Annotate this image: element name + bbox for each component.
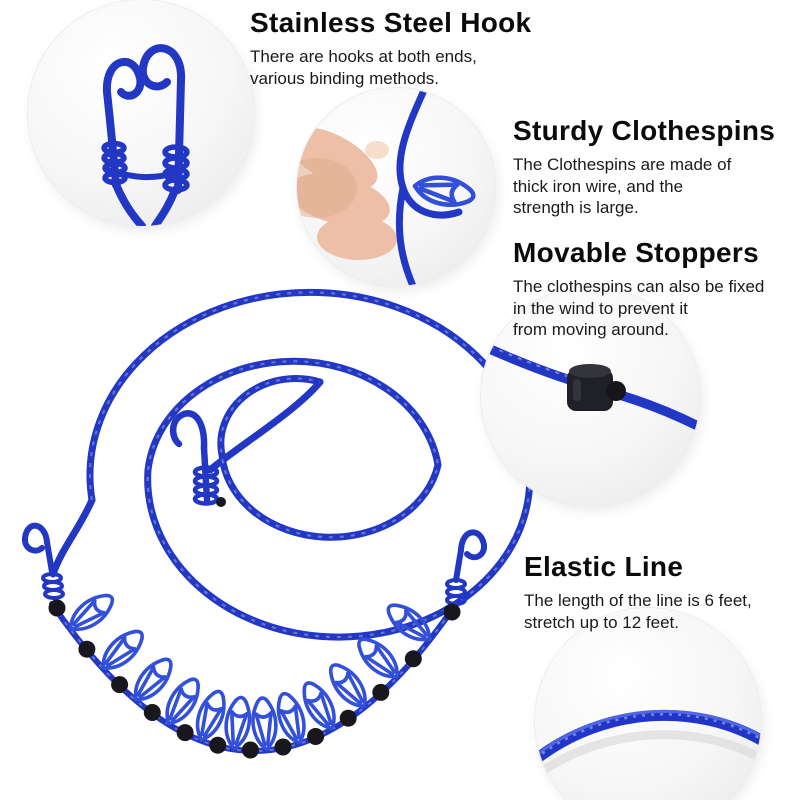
clothespin-clip	[61, 586, 121, 640]
rope-shadow	[535, 730, 761, 781]
left-end-hook	[21, 522, 65, 600]
clothespin-clip	[249, 695, 280, 753]
feature-hook: Stainless Steel Hook There are hooks at …	[250, 7, 550, 89]
clothespin-clip	[93, 622, 151, 678]
right-end-hook	[445, 529, 488, 606]
right-hook-curve	[458, 529, 488, 561]
center-hook-coil	[192, 465, 220, 506]
center-hook-bead	[216, 497, 226, 507]
stopper-bead	[274, 738, 292, 756]
inset-photo-stopper	[481, 287, 700, 506]
stopper-bead	[372, 683, 390, 701]
feature-description: The length of the line is 6 feet, stretc…	[524, 590, 752, 632]
feature-title: Elastic Line	[524, 551, 684, 582]
stopper-drawing	[481, 340, 700, 432]
inset-hook-left	[101, 57, 146, 226]
inset-rope-highlight	[481, 340, 600, 388]
feature-description: The Clothespins are made of thick iron w…	[513, 154, 732, 218]
inset-rope	[395, 88, 463, 286]
hand	[297, 126, 397, 261]
right-hook-shaft	[453, 547, 464, 583]
hand-clothespin-drawing	[297, 88, 495, 286]
stopper-bead	[339, 709, 357, 727]
elastic-line-drawing	[535, 709, 761, 781]
feature-clothespins: Sturdy Clothespins The Clothespins are m…	[513, 115, 798, 219]
rope-left-tail	[49, 496, 96, 578]
feature-title: Movable Stoppers	[513, 237, 759, 268]
stopper	[567, 364, 626, 411]
rope-spiral-path	[86, 288, 534, 641]
feature-title: Sturdy Clothespins	[513, 115, 776, 146]
inset-hook-cross-strand	[105, 167, 181, 181]
inset-clothespin	[413, 173, 476, 209]
stopper-bead	[443, 603, 461, 621]
left-hook-shaft	[44, 539, 55, 575]
inset-photo-hooks	[28, 0, 254, 226]
stopper-beads	[48, 599, 461, 759]
center-hook-shaft	[200, 444, 211, 504]
center-hook	[169, 410, 220, 506]
left-hook-curve	[21, 522, 50, 554]
inset-hook-right	[138, 44, 190, 226]
feature-elastic: Elastic Line The length of the line is 6…	[524, 551, 799, 633]
inset-rope	[535, 709, 761, 766]
inset-photo-elastic-line	[535, 608, 761, 800]
hooks-photo-drawing	[101, 44, 190, 226]
stopper-bead	[176, 724, 194, 742]
center-hook-curve	[169, 410, 208, 452]
stopper-bead	[404, 650, 422, 668]
feature-description: There are hooks at both ends, various bi…	[250, 46, 477, 88]
clothespins	[61, 586, 439, 753]
stopper-bead	[143, 704, 161, 721]
rope-spiral	[49, 288, 534, 641]
feature-stoppers: Movable Stoppers The clothespins can als…	[513, 237, 798, 341]
clothespin-clip	[350, 630, 407, 687]
feature-description: The clothespins can also be fixed in the…	[513, 276, 765, 340]
stopper-bead	[209, 736, 227, 754]
clothespin-arc-highlight	[51, 603, 457, 752]
stopper-bead	[307, 728, 325, 745]
stopper-bead	[48, 599, 66, 617]
rope-connector	[206, 378, 324, 474]
stopper-bead	[241, 741, 259, 759]
stopper-bead	[111, 676, 129, 694]
feature-title: Stainless Steel Hook	[250, 7, 532, 38]
stopper-bead	[78, 640, 96, 658]
inset-photo-hand-clothespin	[297, 88, 495, 286]
inset-rope-sheen	[535, 709, 761, 758]
left-hook-coil	[41, 572, 65, 600]
